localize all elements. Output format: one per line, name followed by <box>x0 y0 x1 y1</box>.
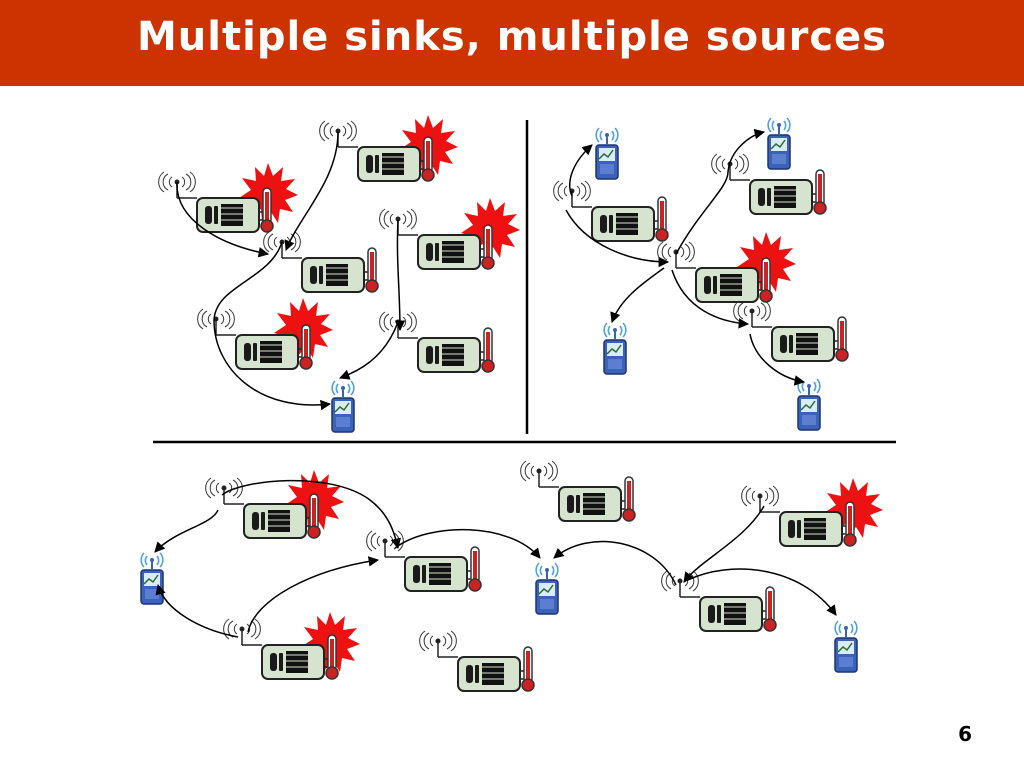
route-arrow <box>671 269 750 329</box>
sensor-node-icon <box>262 231 379 293</box>
route-arrow <box>610 267 665 323</box>
sink-icon <box>767 117 791 170</box>
route-arrow <box>154 509 219 553</box>
sensor-node-icon <box>732 300 849 362</box>
sensor-node-icon <box>740 485 857 547</box>
sensor-node-icon <box>418 630 535 692</box>
panel-top-right <box>552 117 849 431</box>
sink-icon <box>535 562 559 615</box>
sensor-node-icon <box>660 570 777 632</box>
route-arrow <box>155 583 239 638</box>
route-arrow <box>687 568 837 616</box>
sink-icon <box>331 380 355 433</box>
route-arrow <box>339 321 399 380</box>
sensor-node-icon <box>365 530 482 592</box>
route-arrow <box>176 181 270 258</box>
sink-icon <box>140 552 164 605</box>
sink-icon <box>797 378 821 431</box>
panel-bottom <box>140 460 883 692</box>
route-arrow <box>394 219 406 332</box>
sink-icon <box>603 322 627 375</box>
route-arrow <box>247 556 380 633</box>
route-arrow <box>683 505 765 583</box>
route-arrow <box>565 209 670 268</box>
sink-icon <box>595 127 619 180</box>
sink-icon <box>834 620 858 673</box>
sensor-node-icon <box>519 460 636 522</box>
route-arrow <box>553 540 677 586</box>
panel-top-left <box>157 115 520 433</box>
route-arrow <box>675 128 766 255</box>
route-arrow <box>394 528 541 559</box>
slide-title: Multiple sinks, multiple sources <box>137 14 887 60</box>
route-arrow <box>221 479 401 550</box>
route-arrow <box>749 333 806 386</box>
route-arrow <box>569 144 593 197</box>
page-number: 6 <box>958 722 972 746</box>
route-arrow <box>284 131 339 251</box>
route-arrow <box>213 241 332 411</box>
sensor-node-icon <box>378 311 495 373</box>
title-bar <box>0 0 1024 86</box>
